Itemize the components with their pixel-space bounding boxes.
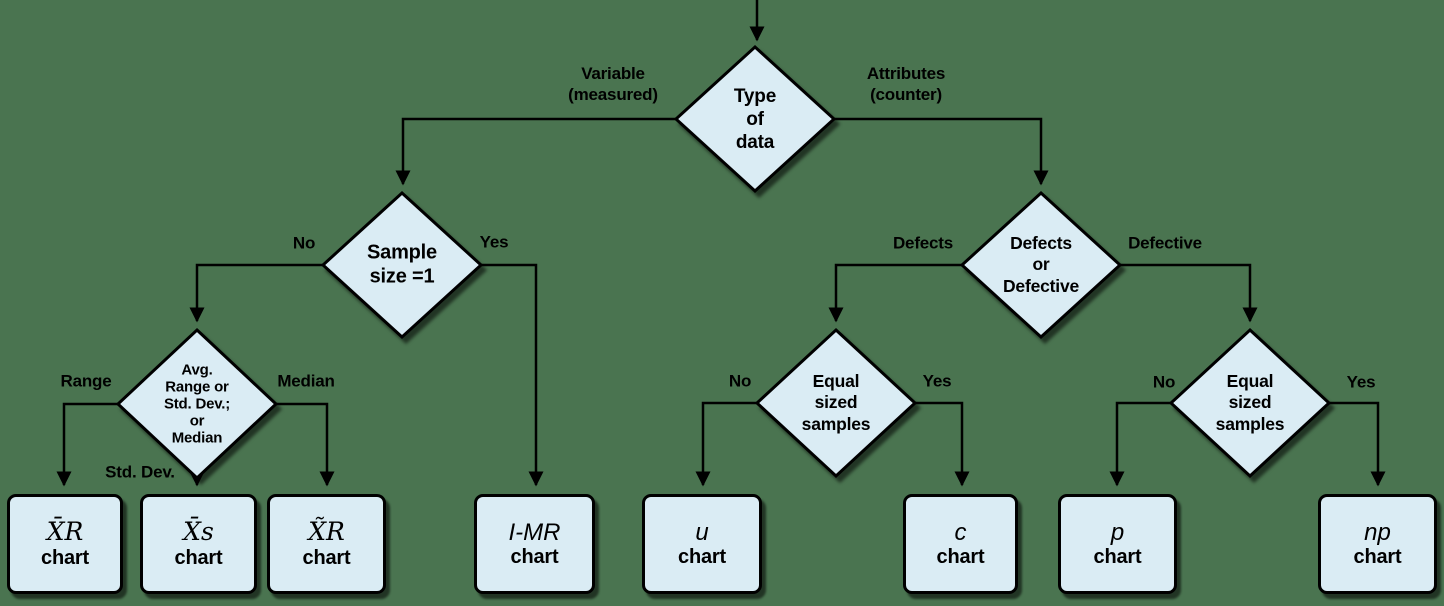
chart-word-u: chart — [678, 546, 726, 569]
chart-node-p: p chart — [1058, 494, 1177, 594]
edge-label-attributes: Attributes (counter) — [866, 63, 946, 104]
decision-label-estimator: Avg. Range or Std. Dev.; or Median — [163, 361, 231, 447]
connector-equal-right-yes — [1327, 401, 1386, 487]
chart-node-xtilde-r: X̃R chart — [267, 494, 386, 594]
chart-formula-i-mr: I-MR — [508, 518, 561, 546]
chart-formula-u: u — [695, 518, 709, 546]
edge-label-std-dev: Std. Dev. — [105, 462, 175, 482]
decision-defects-or-defective — [959, 190, 1123, 340]
edge-label-equal-left-no: No — [728, 371, 752, 391]
decision-equal-samples-left — [754, 327, 918, 479]
decision-sample-size — [320, 190, 484, 340]
edge-label-defects: Defects — [892, 233, 954, 253]
chart-node-xbar-s: X̄s chart — [140, 494, 257, 594]
chart-node-c: c chart — [903, 494, 1018, 594]
connector-samplesize-yes — [479, 263, 544, 487]
edge-label-equal-right-no: No — [1152, 372, 1176, 392]
decision-label-sample-size: Sample size =1 — [367, 241, 437, 288]
chart-word-c: chart — [936, 546, 985, 569]
decision-type-of-data — [673, 44, 837, 194]
decision-estimator — [115, 327, 279, 481]
chart-formula-p: p — [1110, 518, 1125, 546]
connector-defects — [828, 263, 965, 323]
connector-median — [274, 402, 335, 487]
decision-equal-samples-right — [1168, 327, 1332, 479]
chart-word-p: chart — [1093, 546, 1142, 569]
connector-equal-left-no — [695, 401, 759, 487]
chart-word-xbar-r: chart — [41, 546, 89, 569]
edge-label-samplesize-no: No — [292, 233, 316, 253]
chart-node-xbar-r: X̄R chart — [7, 494, 123, 594]
edge-label-median: Median — [277, 371, 335, 391]
chart-word-xtilde-r: chart — [302, 546, 351, 569]
connector-equal-right-no — [1109, 401, 1173, 487]
edge-label-equal-left-yes: Yes — [922, 371, 952, 391]
connector-samplesize-no — [189, 263, 325, 323]
chart-formula-c: c — [954, 518, 967, 546]
connector-attributes-branch — [834, 117, 1049, 186]
decision-label-defects-or-defective: Defects or Defective — [1002, 232, 1080, 296]
chart-node-i-mr: I-MR chart — [474, 494, 595, 594]
chart-word-i-mr: chart — [510, 546, 559, 569]
chart-formula-np: np — [1364, 518, 1391, 546]
connector-defective — [1117, 263, 1258, 323]
chart-word-np: chart — [1353, 546, 1402, 569]
chart-formula-xtilde-r: X̃R — [308, 517, 345, 547]
chart-word-xbar-s: chart — [174, 546, 223, 569]
edge-label-samplesize-yes: Yes — [479, 232, 509, 252]
chart-node-u: u chart — [642, 494, 762, 594]
decision-label-type-of-data: Type of data — [733, 86, 777, 154]
connector-range — [56, 402, 120, 487]
decision-label-equal-samples-left: Equal sized samples — [801, 370, 871, 434]
chart-formula-xbar-s: X̄s — [183, 517, 214, 547]
chart-formula-xbar-r: X̄R — [46, 517, 84, 547]
decision-label-equal-samples-right: Equal sized samples — [1215, 370, 1285, 434]
edge-label-defective: Defective — [1128, 233, 1202, 253]
edge-label-variable: Variable (measured) — [568, 63, 658, 104]
chart-node-np: np chart — [1318, 494, 1437, 594]
connector-equal-left-yes — [914, 401, 970, 487]
edge-label-equal-right-yes: Yes — [1346, 372, 1376, 392]
edge-label-range: Range — [60, 371, 112, 391]
connector-variable-branch — [395, 117, 678, 186]
